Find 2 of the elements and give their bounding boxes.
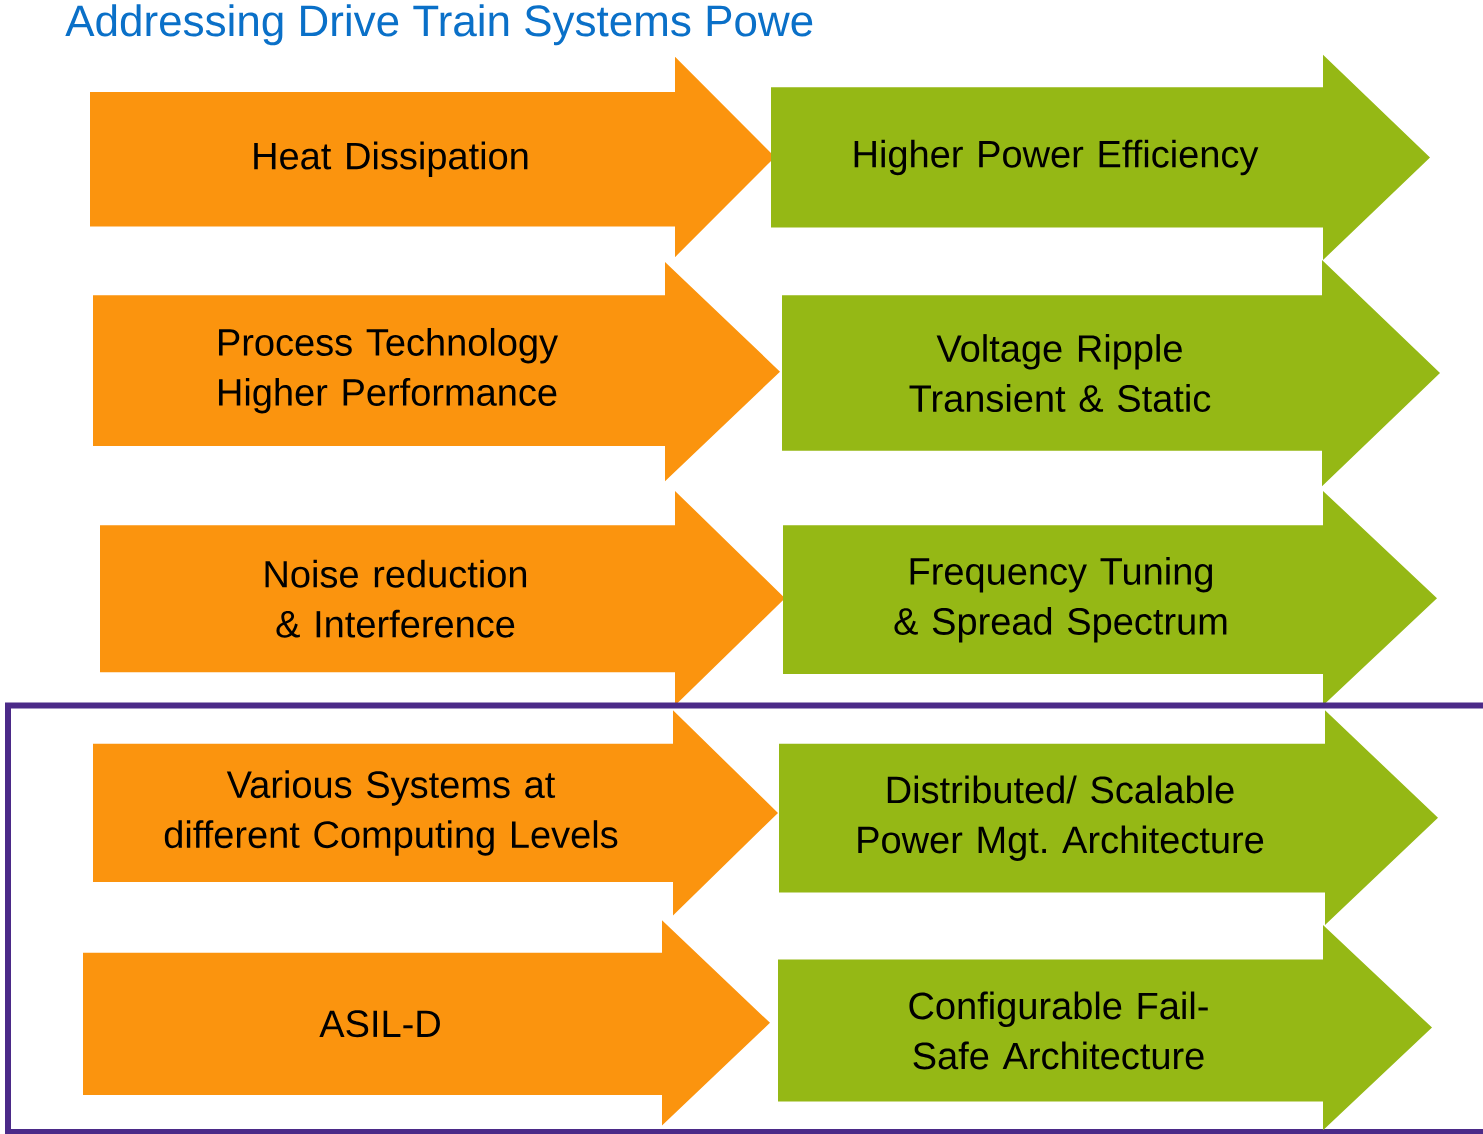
title: Addressing Drive Train Systems Powe (65, 4, 813, 46)
frame (5, 702, 1483, 1134)
